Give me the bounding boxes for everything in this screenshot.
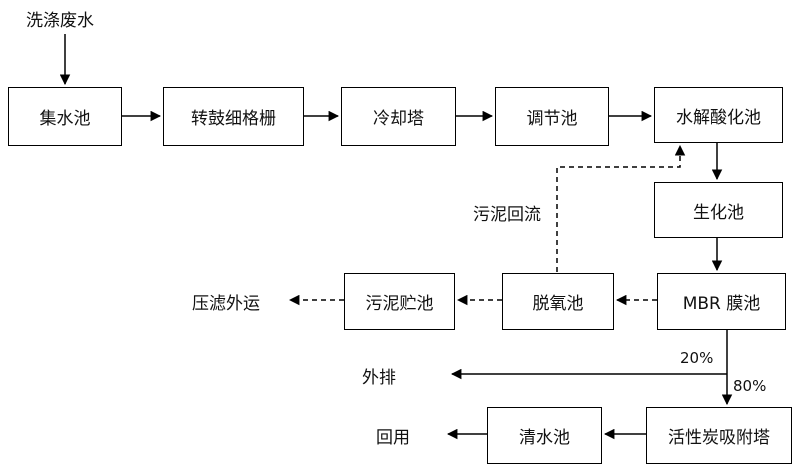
input-wastewater-label: 洗涤废水 bbox=[26, 11, 94, 31]
mbr-tank-label: MBR 膜池 bbox=[682, 294, 761, 314]
collection-tank-box: 集水池 bbox=[8, 87, 122, 146]
clear-water-tank-box: 清水池 bbox=[487, 407, 602, 464]
cooling-tower-label: 冷却塔 bbox=[373, 109, 424, 129]
reuse-label: 回用 bbox=[376, 428, 410, 448]
deoxygenation-tank-label: 脱氧池 bbox=[532, 294, 584, 314]
biochemical-tank-label: 生化池 bbox=[693, 202, 744, 223]
biochemical-tank-box: 生化池 bbox=[654, 182, 783, 238]
sludge-storage-tank-label: 污泥贮池 bbox=[365, 294, 434, 314]
mbr-tank-box: MBR 膜池 bbox=[657, 273, 786, 330]
clear-water-tank-label: 清水池 bbox=[519, 428, 570, 448]
reuse-percent-label: 80% bbox=[733, 377, 767, 395]
cooling-tower-box: 冷却塔 bbox=[341, 87, 456, 146]
sludge-return-label: 污泥回流 bbox=[473, 205, 541, 225]
hydrolysis-tank-label: 水解酸化池 bbox=[676, 107, 761, 128]
discharge-label: 外排 bbox=[362, 368, 396, 388]
activated-carbon-tower-label: 活性炭吸附塔 bbox=[668, 428, 770, 448]
activated-carbon-tower-box: 活性炭吸附塔 bbox=[646, 407, 792, 464]
deoxygenation-tank-box: 脱氧池 bbox=[502, 273, 614, 330]
collection-tank-label: 集水池 bbox=[39, 109, 91, 129]
drum-screen-box: 转鼓细格栅 bbox=[163, 87, 304, 146]
equalization-tank-box: 调节池 bbox=[495, 87, 609, 146]
sludge-storage-tank-box: 污泥贮池 bbox=[344, 273, 455, 330]
equalization-tank-label: 调节池 bbox=[526, 109, 578, 129]
dashed-sludge-return-line bbox=[556, 144, 686, 272]
drum-screen-label: 转鼓细格栅 bbox=[191, 109, 276, 129]
press-filter-out-label: 压滤外运 bbox=[192, 294, 260, 314]
hydrolysis-tank-box: 水解酸化池 bbox=[654, 87, 783, 143]
discharge-percent-label: 20% bbox=[680, 349, 714, 367]
